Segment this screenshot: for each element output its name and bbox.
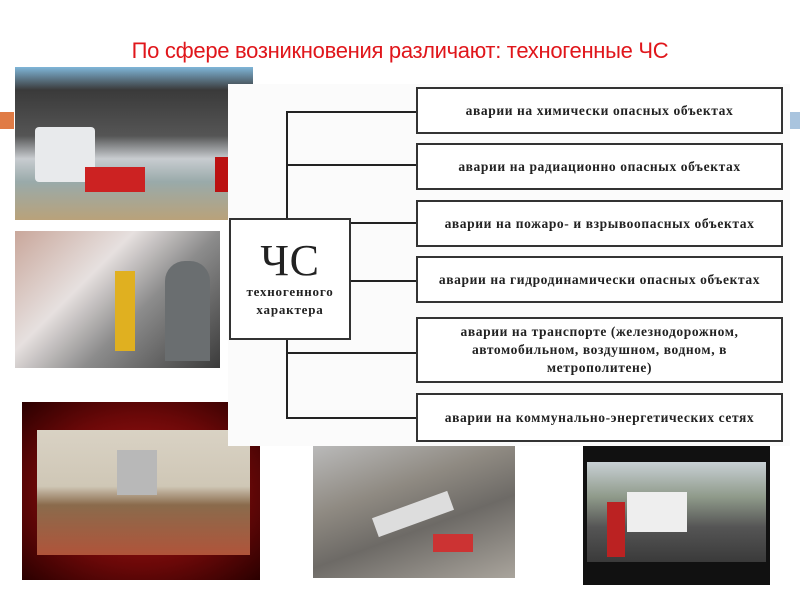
photo-train-accident [22,402,260,580]
center-node: ЧС техногенного характера [229,218,351,340]
category-chemical: аварии на химически опасных объектах [416,87,783,134]
category-transport: аварии на транспорте (железнодорожном, а… [416,317,783,383]
category-fire-explosion: аварии на пожаро- и взрывоопасных объект… [416,200,783,247]
photo-collapse-site [313,444,515,578]
category-utility-networks: аварии на коммунально-энергетических сет… [416,393,783,442]
slide-title: По сфере возникновения различают: техног… [131,38,669,63]
photo-car-accident [583,444,770,585]
photo-chemical-fire [15,67,253,220]
photo-rescuers-hazmat [15,231,220,368]
center-abbr: ЧС [260,236,320,285]
category-radiation: аварии на радиационно опасных объектах [416,143,783,190]
center-line1: техногенного [246,284,334,299]
center-line2: характера [256,302,324,317]
accent-bar-left [0,112,14,129]
category-hydrodynamic: аварии на гидродинамически опасных объек… [416,256,783,303]
classification-diagram: ЧС техногенного характера аварии на хими… [228,84,790,446]
